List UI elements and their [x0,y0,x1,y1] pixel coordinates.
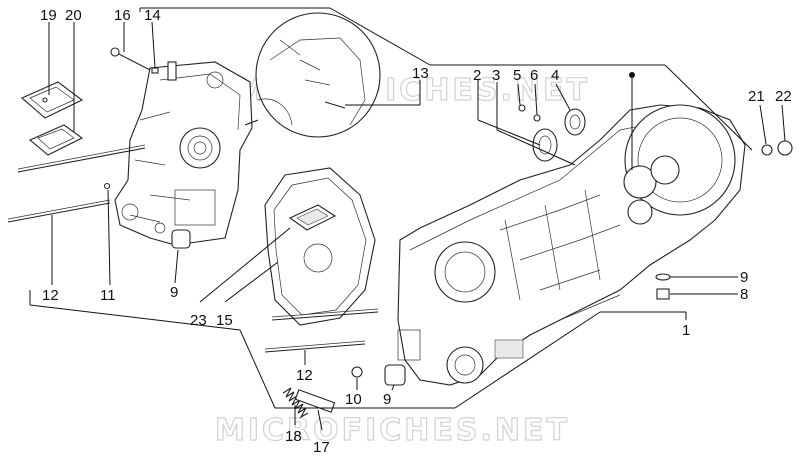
callout-2: 2 [473,67,481,84]
callout-3: 3 [492,67,500,84]
left-crankcase-half [114,61,253,246]
callout-10: 10 [345,391,362,408]
washer-and-bolt [761,140,793,156]
callout-18: 18 [285,428,302,445]
reed-gaskets [20,81,84,156]
watermark-bottom: MICROFICHES.NET [215,413,570,448]
callout-15: 15 [216,312,233,329]
main-crankcase [397,104,746,386]
callout-1: 1 [682,322,690,339]
bush-left [171,229,191,249]
leader-lines [29,7,786,431]
callout-17: 17 [313,439,330,456]
spring-and-pin [282,387,336,419]
crankcase-gasket [264,167,376,326]
studs-middle [264,308,379,353]
callout-8: 9 [740,269,748,286]
bearings [518,104,586,162]
studs-left [7,144,146,223]
callout-12-middle: 12 [296,367,313,384]
callout-14: 14 [144,7,161,24]
callout-9-left: 9 [170,284,178,301]
screw-10 [351,366,363,378]
callout-12-left: 12 [42,287,59,304]
callout-20: 21 [748,88,765,105]
callout-19: 22 [775,88,792,105]
callout-23: 20 [65,7,82,24]
callout-21: 23 [190,312,207,329]
callout-11: 11 [100,287,116,304]
callout-6: 6 [530,67,538,84]
callout-13: 13 [412,65,429,82]
callout-22: 19 [40,7,57,24]
callout-16: 16 [114,7,131,24]
callout-5: 5 [513,67,521,84]
callout-7: 8 [740,286,748,303]
reed-block [288,204,337,231]
detail-magnifier [244,12,381,138]
callout-labels: 19 20 16 14 13 2 3 5 6 4 21 22 9 8 1 12 … [40,7,792,456]
callout-9-bottom: 9 [383,391,391,408]
bush-bottom [384,364,406,386]
drain-plug [655,273,671,300]
callout-4: 4 [551,67,559,84]
